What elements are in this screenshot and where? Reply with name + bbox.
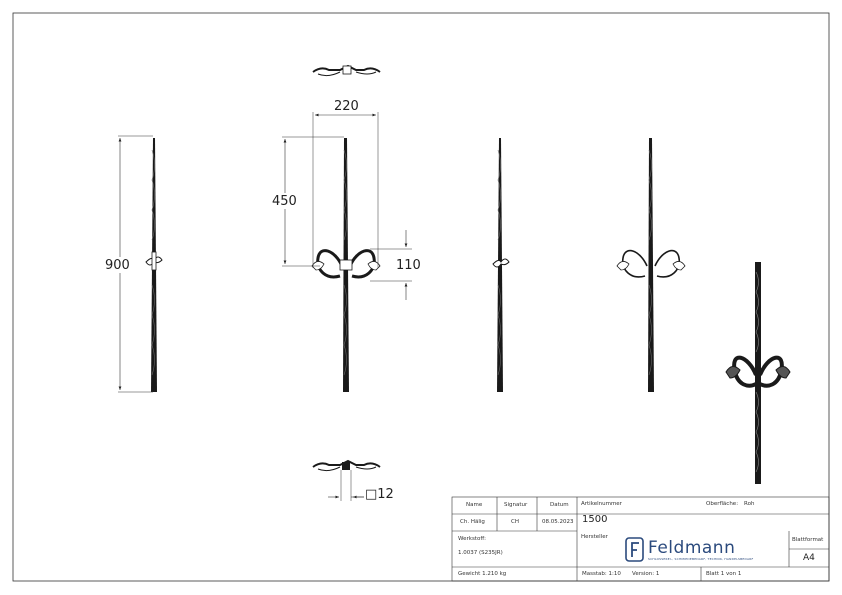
artikelnummer-label: Artikelnummer [581, 501, 622, 507]
title-block-grid [451, 496, 830, 582]
signatur-header: Signatur [504, 502, 528, 508]
feldmann-f-logo-icon [625, 537, 644, 562]
bottom-view [312, 459, 381, 472]
dimension-900 [103, 135, 153, 393]
dimension-110 [370, 230, 412, 300]
dim-110-label: 110 [396, 258, 421, 273]
datum-value: 08.05.2023 [542, 519, 574, 525]
oberflaeche-label: Oberfläche: [706, 501, 739, 507]
side-view-right [492, 138, 510, 392]
werkstoff-value: 1.0037 (S235JR) [458, 550, 503, 556]
logo-tagline: SCHLOSSEREI-, SCHMIEDEBEDARF, TECHNIK, H… [648, 557, 754, 561]
massstab: Masstab: 1:10 [582, 571, 621, 577]
gewicht: Gewicht 1.210 kg [458, 571, 507, 577]
dim-900-label: 900 [105, 258, 130, 273]
artikelnummer-value: 1500 [582, 514, 608, 525]
datum-header: Datum [550, 502, 569, 508]
oberflaeche-value: Roh [744, 501, 755, 507]
logo-name: Feldmann [648, 538, 736, 558]
drawing-frame [12, 12, 830, 582]
dimension-bar-section [328, 470, 364, 501]
back-view [616, 138, 686, 392]
blatt: Blatt 1 von 1 [706, 571, 742, 577]
dim-bar-section-label: □12 [365, 487, 394, 502]
blattformat-value: A4 [803, 553, 815, 563]
name-header: Name [466, 502, 483, 508]
dim-220-label: 220 [334, 99, 359, 114]
name-value: Ch. Hälig [460, 519, 485, 525]
front-view-dimensioned [311, 138, 381, 392]
blattformat-label: Blattformat [792, 537, 824, 543]
top-view [312, 64, 381, 77]
hersteller-label: Hersteller [581, 534, 608, 540]
dim-450-label: 450 [272, 194, 297, 209]
werkstoff-label: Werkstoff: [458, 536, 486, 542]
dimension-450 [270, 136, 344, 267]
side-view-left [145, 138, 163, 392]
dimension-220 [312, 112, 379, 268]
isometric-view [725, 262, 791, 484]
signatur-value: CH [511, 519, 519, 525]
version: Version: 1 [632, 571, 660, 577]
